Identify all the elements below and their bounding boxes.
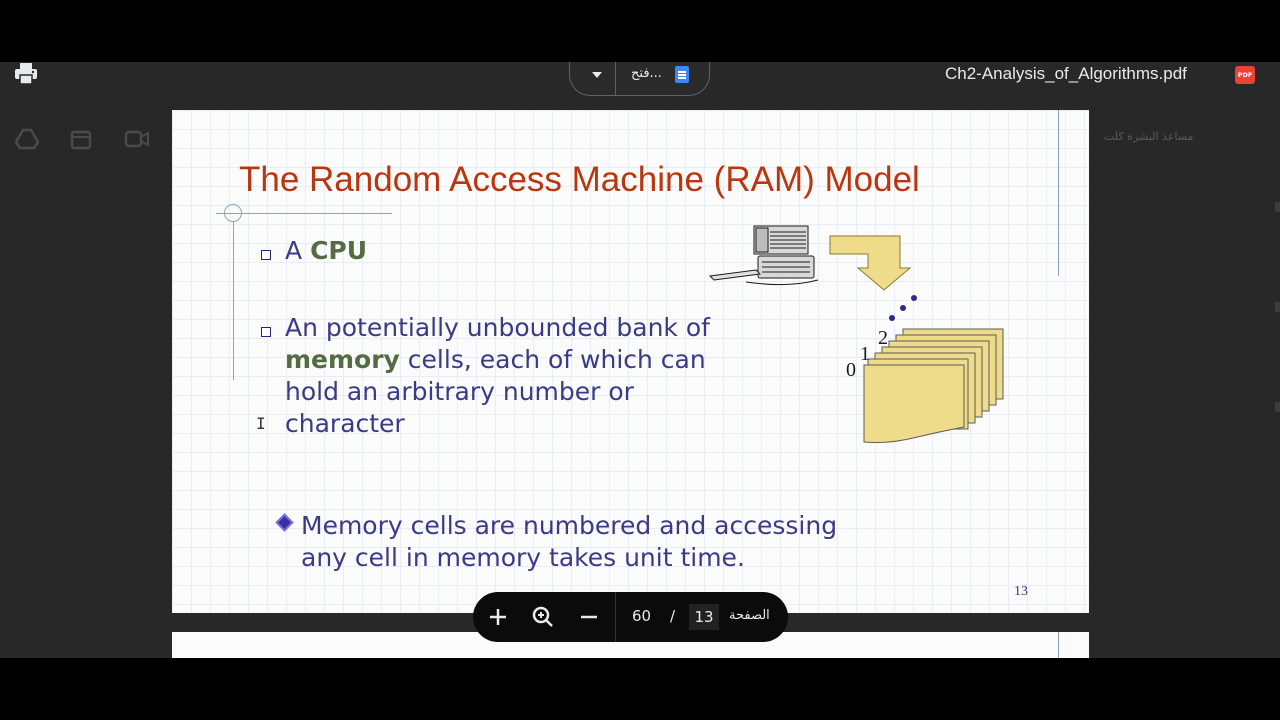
computer-icon: [708, 225, 819, 286]
page-label: الصفحة: [729, 608, 770, 623]
pdf-file-icon: PDF: [1235, 66, 1255, 84]
page-zoom-controls: 60 / الصفحة: [473, 592, 788, 642]
bullet-line: character: [285, 409, 405, 438]
scroll-marker: [1275, 202, 1280, 212]
zoom-divider: [615, 592, 616, 642]
file-title: Ch2-Analysis_of_Algorithms.pdf: [945, 64, 1187, 83]
open-with-control: فتح...: [569, 62, 710, 96]
slide-frame-line: [1058, 110, 1059, 276]
slide-frame-line: [1058, 632, 1059, 658]
sub-bullet-line: any cell in memory takes unit time.: [301, 543, 745, 572]
open-with-button[interactable]: فتح...: [631, 66, 662, 81]
page-separator: /: [670, 607, 676, 625]
open-divider: [615, 62, 616, 96]
print-button[interactable]: [12, 62, 40, 86]
video-camera-icon: [124, 130, 149, 148]
arrow-icon: [829, 235, 912, 291]
keyword-memory: memory: [285, 345, 400, 374]
plus-icon: [490, 609, 506, 625]
bullet-line: hold an arbitrary number or: [285, 377, 634, 406]
scroll-marker: [1275, 402, 1280, 412]
zoom-in-button[interactable]: [480, 592, 516, 642]
calendar-icon: [70, 130, 92, 150]
ellipsis-dots: [889, 295, 917, 321]
print-icon: [15, 63, 37, 85]
slide-title: The Random Access Machine (RAM) Model: [239, 160, 920, 199]
page-number-input[interactable]: [689, 604, 719, 630]
pdf-page: The Random Access Machine (RAM) Model A …: [172, 110, 1089, 613]
google-drive-icon: [15, 128, 39, 150]
slide-frame-line: [233, 222, 234, 380]
ram-diagram: 2 1 0: [708, 225, 1004, 443]
diamond-bullet-icon: [275, 513, 294, 532]
fit-zoom-button[interactable]: [525, 592, 561, 642]
square-bullet-icon: [261, 327, 271, 337]
title-underline: [216, 213, 392, 214]
minus-icon: [581, 615, 597, 619]
zoom-out-button[interactable]: [571, 592, 607, 642]
square-bullet-icon: [261, 250, 271, 260]
bullet-text: A: [285, 236, 311, 265]
total-pages: 60: [632, 607, 652, 625]
pdf-viewer: فتح... Ch2-Analysis_of_Algorithms.pdf PD…: [0, 62, 1280, 658]
bullet-line-rest: cells, each of which can: [399, 345, 706, 374]
magnifier-icon: [532, 606, 553, 627]
cell-label: 1: [860, 343, 870, 365]
google-docs-icon: [675, 66, 689, 83]
keyword-cpu: CPU: [310, 236, 368, 265]
scroll-marker: [1275, 302, 1280, 312]
bullet-cpu: A CPU: [285, 235, 367, 267]
sub-bullet-memory-access: Memory cells are numbered and accessing …: [301, 510, 837, 574]
background-panel-text: مساعد البشرة كلت: [1104, 130, 1194, 143]
text-cursor-icon: I: [256, 414, 266, 433]
viewer-toolbar: فتح... Ch2-Analysis_of_Algorithms.pdf PD…: [0, 62, 1280, 96]
cell-label: 0: [846, 359, 856, 381]
chevron-down-icon[interactable]: [590, 68, 604, 82]
sub-bullet-line: Memory cells are numbered and accessing: [301, 511, 838, 540]
bullet-line: An potentially unbounded bank of: [285, 313, 710, 342]
bullet-memory: An potentially unbounded bank of memory …: [285, 312, 710, 440]
cell-label: 2: [878, 327, 888, 349]
slide-page-number: 13: [1014, 584, 1028, 599]
bullet-line: memory cells, each of which can: [285, 344, 710, 376]
memory-cells-icon: [863, 328, 1004, 443]
